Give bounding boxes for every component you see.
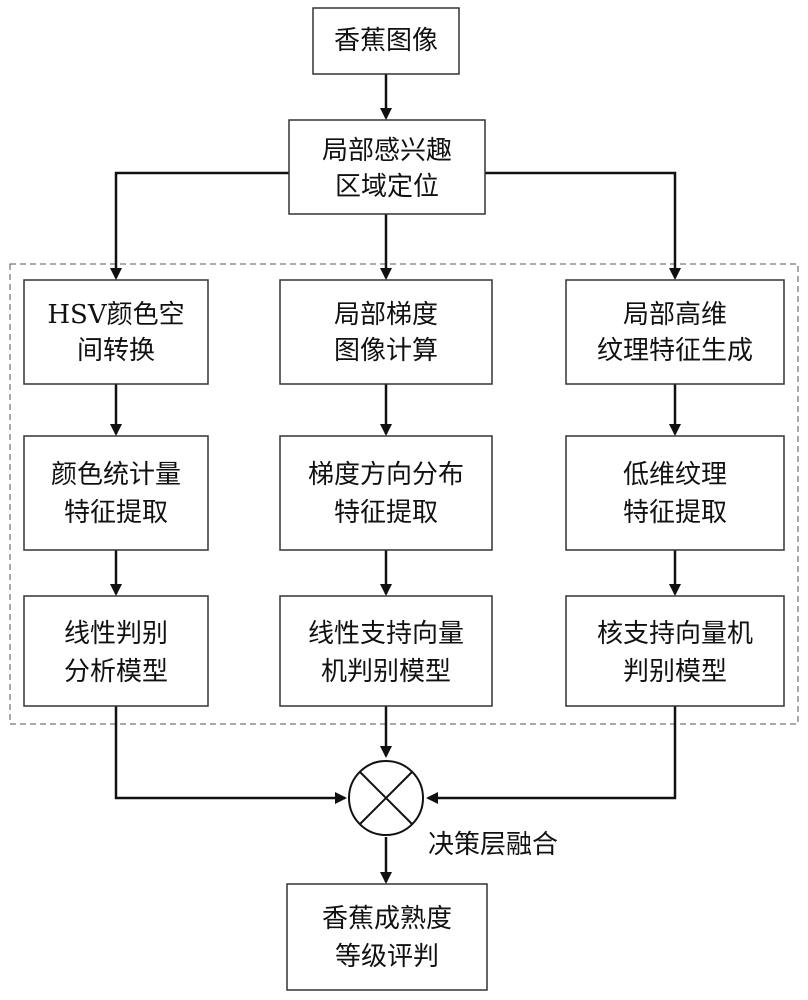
node-line: 局部梯度 xyxy=(334,300,438,330)
node-line: 梯度方向分布 xyxy=(308,460,464,490)
node-line: 判别模型 xyxy=(623,657,727,687)
node-line: 间转换 xyxy=(77,336,155,366)
node-line: 香蕉图像 xyxy=(334,26,438,56)
arrow-roi-to-hsv xyxy=(110,171,289,280)
node-line: 局部高维 xyxy=(623,300,727,330)
node-low-dim-texture: 低维纹理 特征提取 xyxy=(565,435,785,551)
node-lda-model: 线性判别 分析模型 xyxy=(23,595,209,707)
node-line: 区域定位 xyxy=(335,172,439,202)
node-line: 机判别模型 xyxy=(321,657,451,687)
node-line: 局部感兴趣 xyxy=(322,136,452,166)
connectors xyxy=(110,74,681,884)
feature-branches-group xyxy=(9,263,799,725)
node-high-dim-texture: 局部高维 纹理特征生成 xyxy=(565,279,785,385)
node-line: 低维纹理 xyxy=(623,460,727,490)
arrow-roi-to-texture xyxy=(485,171,681,280)
node-line: HSV颜色空 xyxy=(47,300,184,330)
fusion-label: 决策层融合 xyxy=(428,830,558,860)
arrow-kernelsvm-to-fusion xyxy=(426,706,677,804)
node-line: 分析模型 xyxy=(64,657,168,687)
arrow-lda-to-fusion xyxy=(114,706,347,804)
node-line: 线性判别 xyxy=(64,619,168,649)
node-input-image: 香蕉图像 xyxy=(312,7,460,75)
node-line: 颜色统计量 xyxy=(51,460,181,490)
node-line: 图像计算 xyxy=(334,336,438,366)
node-roi-location: 局部感兴趣 区域定位 xyxy=(288,119,486,215)
node-line: 特征提取 xyxy=(334,498,438,528)
node-gradient-image: 局部梯度 图像计算 xyxy=(279,279,493,385)
node-line: 纹理特征生成 xyxy=(597,336,753,366)
node-linear-svm: 线性支持向量 机判别模型 xyxy=(279,595,493,707)
circle-x-fusion-icon xyxy=(348,760,424,836)
node-ripeness-grade: 香蕉成熟度 等级评判 xyxy=(286,883,488,991)
node-line: 特征提取 xyxy=(64,498,168,528)
node-hsv-conversion: HSV颜色空 间转换 xyxy=(23,279,209,385)
node-line: 线性支持向量 xyxy=(308,619,464,649)
node-line: 特征提取 xyxy=(623,498,727,528)
node-line: 香蕉成熟度 xyxy=(322,904,452,934)
node-gradient-direction: 梯度方向分布 特征提取 xyxy=(279,435,493,551)
node-color-stats: 颜色统计量 特征提取 xyxy=(23,435,209,551)
node-line: 等级评判 xyxy=(335,942,439,972)
node-kernel-svm: 核支持向量机 判别模型 xyxy=(565,595,785,707)
node-line: 核支持向量机 xyxy=(597,619,753,649)
